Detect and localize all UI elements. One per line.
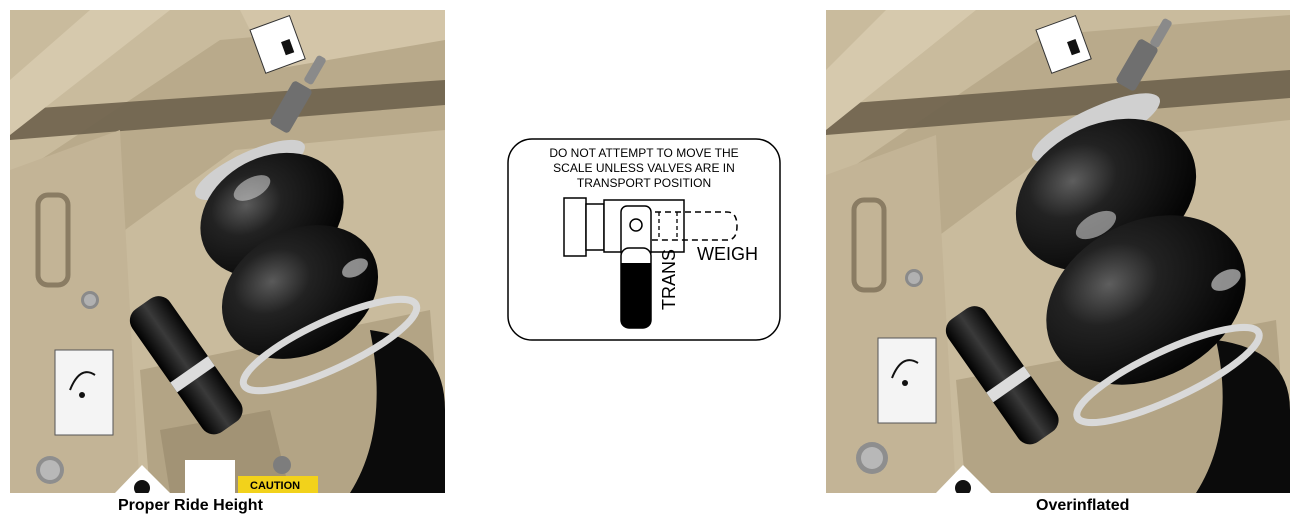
overinflated-image (826, 10, 1290, 493)
warning-line-1: DO NOT ATTEMPT TO MOVE THE (507, 146, 781, 161)
weigh-label: WEIGH (697, 244, 758, 265)
transport-warning-decal: DO NOT ATTEMPT TO MOVE THE SCALE UNLESS … (507, 138, 781, 341)
warning-text: DO NOT ATTEMPT TO MOVE THE SCALE UNLESS … (507, 146, 781, 191)
proper-ride-height-image: CAUTION (10, 10, 445, 493)
warning-line-2: SCALE UNLESS VALVES ARE IN (507, 161, 781, 176)
trans-label: TRANS (659, 249, 680, 310)
caution-sticker-text: CAUTION (250, 480, 300, 492)
warning-line-3: TRANSPORT POSITION (507, 176, 781, 191)
proper-ride-height-caption: Proper Ride Height (118, 497, 263, 515)
overinflated-caption: Overinflated (1036, 497, 1129, 515)
